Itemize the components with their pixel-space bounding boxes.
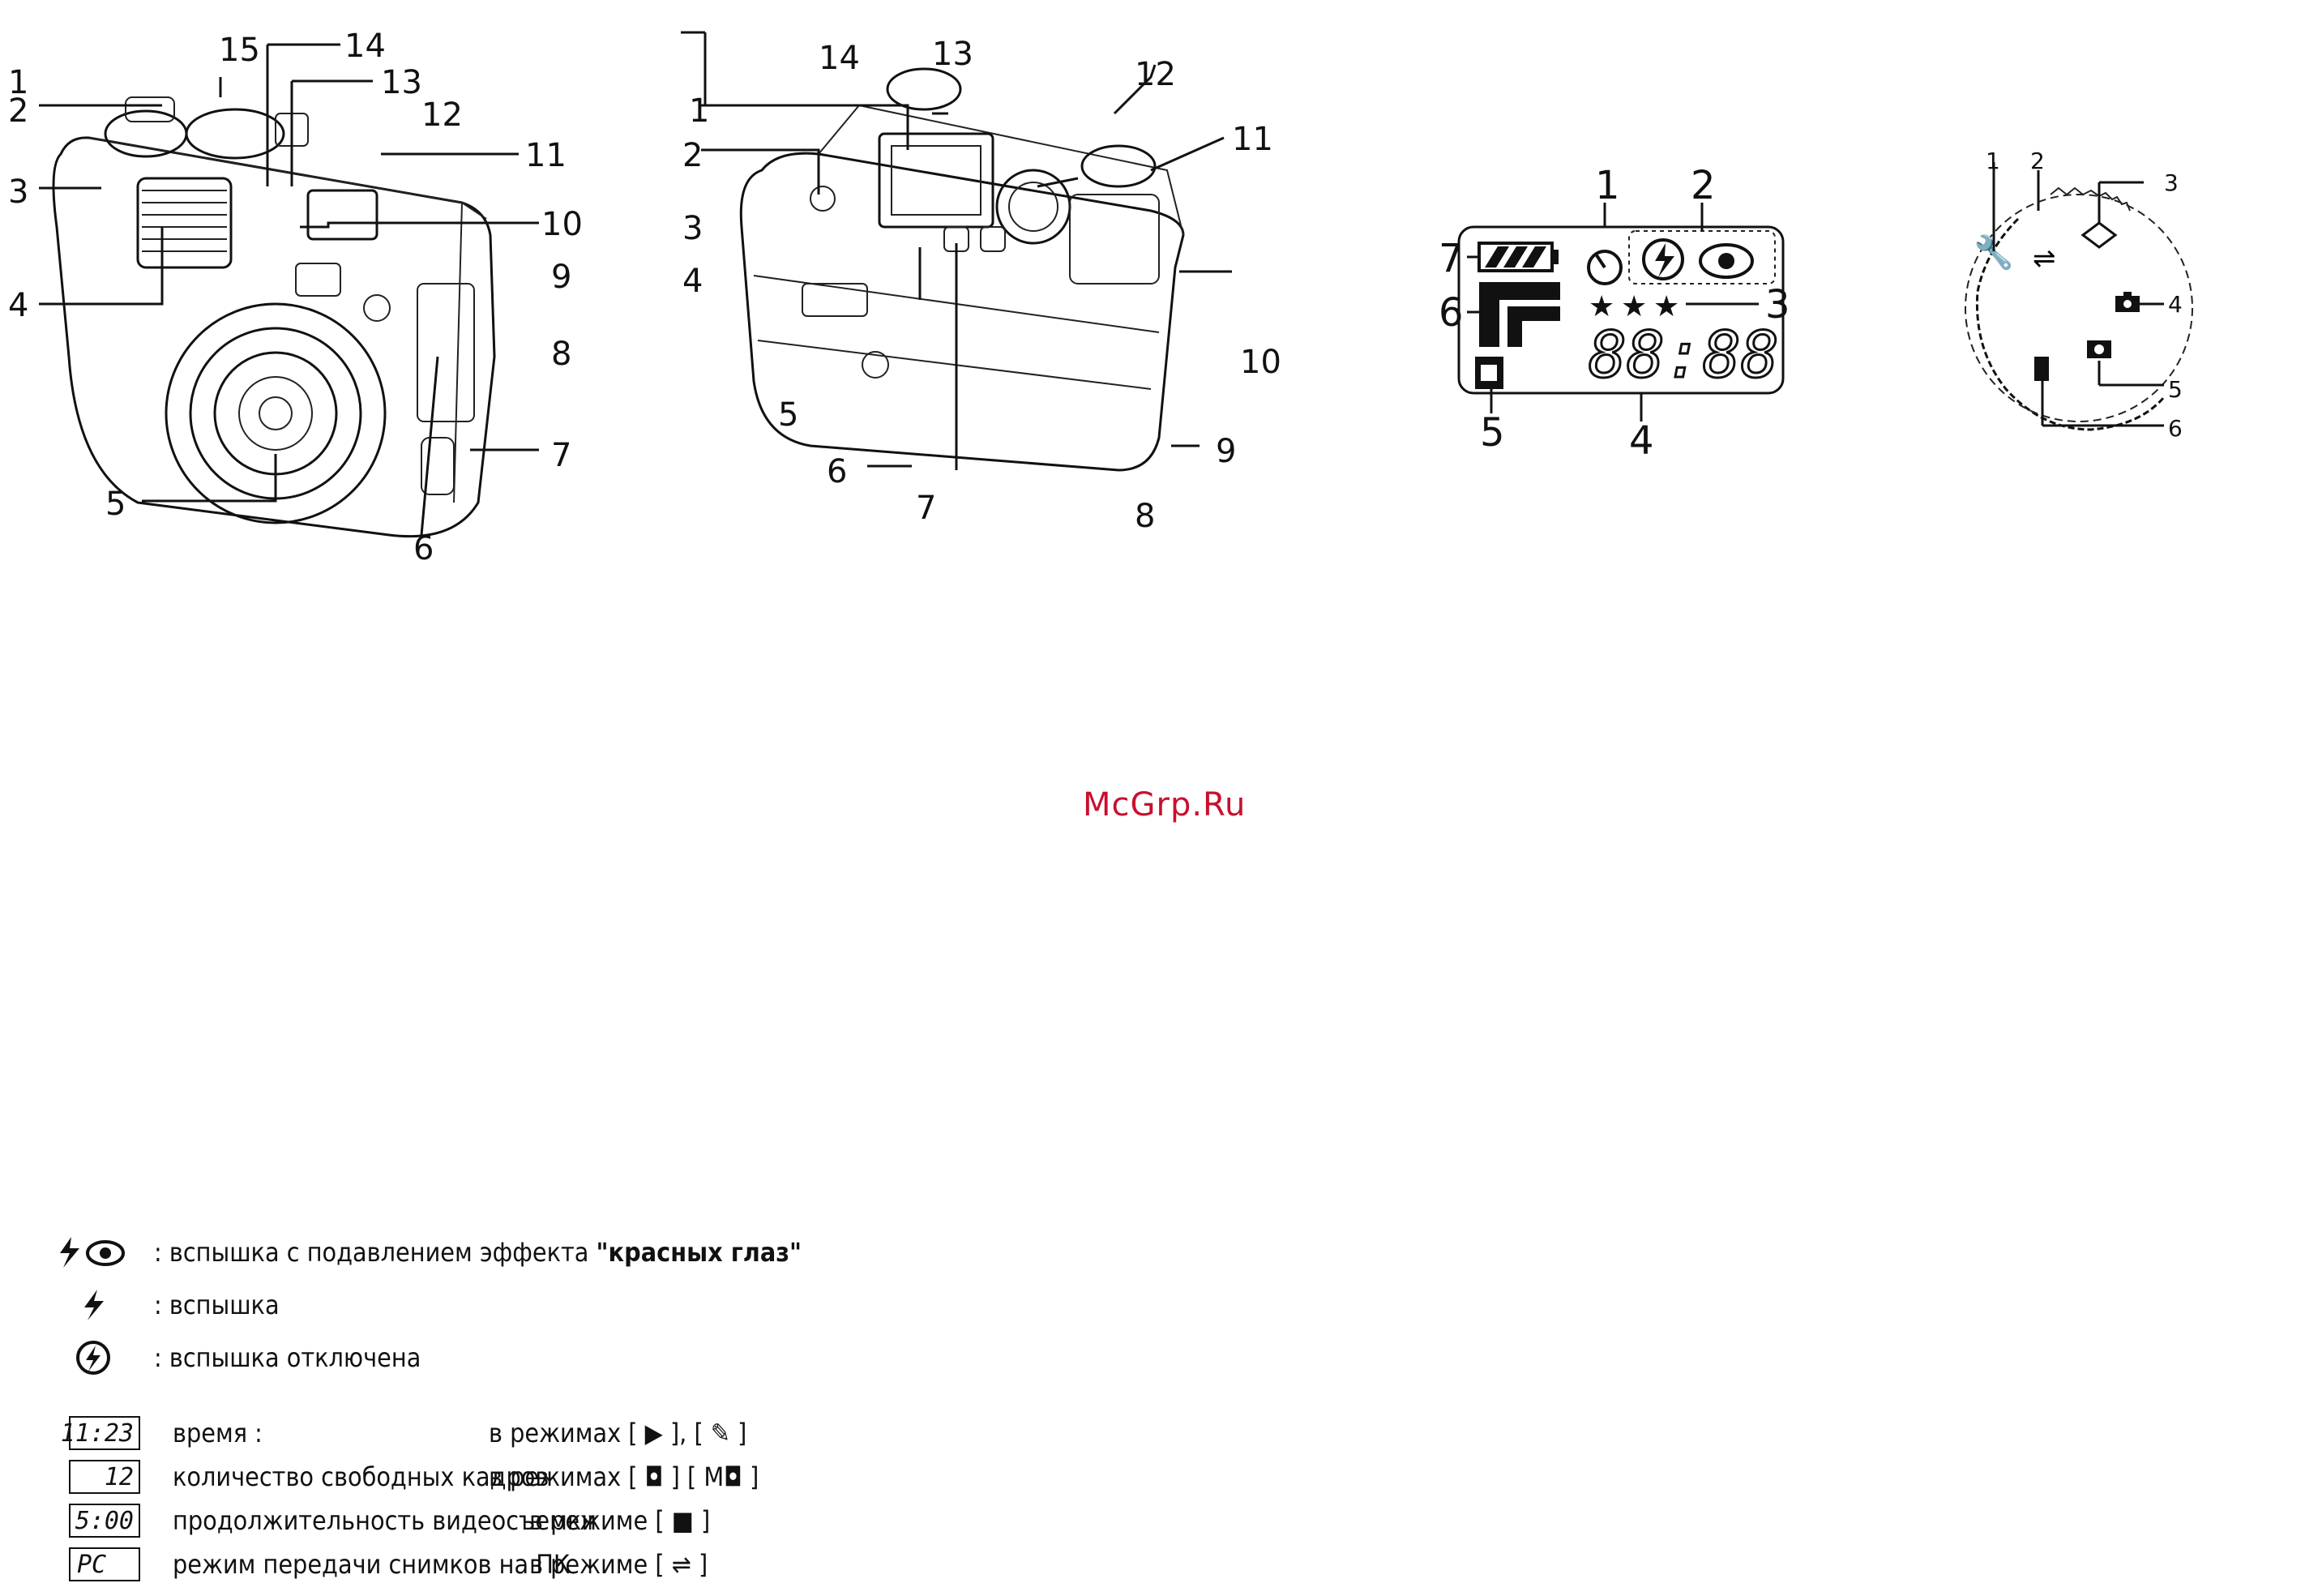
lcd-label-3: 3 — [1765, 282, 1790, 327]
front-label-15: 15 — [219, 32, 260, 69]
camera-back-diagram: 1 2 3 4 5 6 7 8 9 10 11 12 13 14 — [681, 31, 1281, 535]
back-label-5: 5 — [778, 396, 798, 434]
dial-label-2: 2 — [2030, 148, 2045, 174]
camera-icon — [2115, 292, 2140, 312]
front-label-8: 8 — [551, 336, 571, 373]
back-label-7: 7 — [916, 490, 936, 527]
display-mode-time: в режимах [ ▶ ], [ ✎ ] — [489, 1418, 747, 1448]
display-sample-frames: 12 — [69, 1460, 140, 1494]
lcd-label-6: 6 — [1439, 290, 1464, 336]
mode-dial-diagram: 🔧 ⇌ 1 2 3 4 5 6 — [1965, 148, 2193, 442]
front-label-12: 12 — [421, 96, 463, 134]
display-mode-video: в режиме [ ■ ] — [529, 1505, 711, 1536]
back-label-3: 3 — [682, 210, 703, 247]
display-row-time: 11:23 время : в режимах [ ▶ ], [ ✎ ] — [61, 1414, 747, 1452]
back-label-6: 6 — [827, 453, 847, 490]
front-label-5: 5 — [105, 486, 126, 523]
flash-off-icon — [32, 1339, 154, 1376]
back-label-12: 12 — [1135, 56, 1176, 93]
quality-stars-icon: ★★★ — [1589, 290, 1679, 323]
memory-card-icon — [1475, 357, 1503, 389]
front-label-13: 13 — [381, 64, 422, 101]
dial-label-1: 1 — [1986, 148, 2000, 174]
display-desc-time: время : — [173, 1418, 263, 1448]
front-label-11: 11 — [525, 137, 567, 174]
legend-text-flash: : вспышка — [154, 1290, 280, 1320]
front-label-7: 7 — [551, 437, 571, 474]
back-label-9: 9 — [1216, 433, 1236, 470]
legend-text-flash-off: : вспышка отключена — [154, 1342, 421, 1373]
display-desc-pc: режим передачи снимков на ПК — [173, 1549, 571, 1580]
display-sample-pc: PC — [69, 1547, 140, 1581]
back-label-13: 13 — [932, 36, 973, 73]
dial-label-5: 5 — [2168, 376, 2183, 403]
dial-label-4: 4 — [2168, 291, 2183, 318]
camera-front-diagram: 1 2 3 4 5 6 7 8 9 10 11 12 13 14 15 — [8, 28, 583, 567]
resolution-icon — [1479, 282, 1560, 347]
battery-icon — [1478, 242, 1559, 272]
svg-text:★: ★ — [1653, 290, 1679, 323]
front-label-6: 6 — [413, 530, 434, 567]
lcd-label-7: 7 — [1439, 236, 1464, 281]
front-label-3: 3 — [8, 173, 28, 211]
watermark: McGrp.Ru — [1083, 786, 1247, 824]
front-label-14: 14 — [344, 28, 386, 65]
lcd-panel-diagram: ★★★ 88:88 1 2 3 4 5 6 7 — [1439, 163, 1790, 464]
legend-row-flash-off: : вспышка отключена — [32, 1337, 421, 1378]
legend-row-flash-redeye: : вспышка с подавлением эффекта "красных… — [32, 1232, 802, 1273]
display-row-video: 5:00 продолжительность видеосъемки в реж… — [69, 1502, 710, 1539]
front-label-2: 2 — [8, 92, 28, 130]
lcd-label-1: 1 — [1595, 163, 1620, 208]
display-mode-pc: в режиме [ ⇌ ] — [529, 1549, 708, 1580]
legend-text-redeye: : вспышка с подавлением эффекта — [154, 1237, 597, 1268]
back-label-2: 2 — [682, 137, 703, 174]
display-mode-frames: в режимах [ ◘ ] [ M◘ ] — [489, 1461, 759, 1492]
front-label-4: 4 — [8, 287, 28, 324]
manual-camera-icon — [2087, 340, 2111, 358]
legend-row-flash: : вспышка — [32, 1285, 280, 1325]
frame-counter: 88:88 — [1589, 319, 1779, 392]
svg-text:★: ★ — [1589, 290, 1614, 323]
back-label-10: 10 — [1240, 344, 1281, 381]
display-desc-video: продолжительность видеосъемки — [173, 1505, 597, 1536]
display-row-frames: 12 количество свободных кадров в режимах… — [69, 1458, 759, 1495]
back-label-1: 1 — [689, 92, 709, 130]
back-label-11: 11 — [1232, 121, 1273, 158]
dial-label-3: 3 — [2164, 169, 2179, 196]
display-legend: 11:23 время : в режимах [ ▶ ], [ ✎ ] 12 … — [61, 1414, 831, 1593]
back-label-14: 14 — [819, 40, 860, 77]
red-eye-icon — [1699, 243, 1754, 279]
front-label-10: 10 — [541, 206, 583, 243]
lcd-label-2: 2 — [1691, 163, 1716, 208]
flash-legend: : вспышка с подавлением эффекта "красных… — [32, 1232, 802, 1394]
flash-icon — [32, 1288, 154, 1322]
display-row-pc: PC режим передачи снимков на ПК в режиме… — [69, 1546, 708, 1583]
front-label-9: 9 — [551, 259, 571, 296]
flash-off-icon — [1642, 238, 1684, 280]
dial-label-6: 6 — [2168, 415, 2183, 442]
front-label-1: 1 — [8, 64, 28, 101]
display-sample-time: 11:23 — [61, 1416, 140, 1450]
back-label-4: 4 — [682, 263, 703, 300]
lcd-label-5: 5 — [1480, 410, 1505, 456]
video-icon — [2034, 357, 2049, 381]
playback-icon — [2080, 221, 2118, 249]
self-timer-icon — [1587, 250, 1623, 285]
back-label-8: 8 — [1135, 498, 1155, 535]
display-sample-video: 5:00 — [69, 1504, 140, 1538]
flash-redeye-icon — [32, 1235, 154, 1269]
transfer-icon: ⇌ — [2033, 242, 2056, 275]
lcd-label-4: 4 — [1629, 418, 1654, 464]
display-desc-frames: количество свободных кадров — [173, 1461, 550, 1492]
svg-text:★: ★ — [1621, 290, 1647, 323]
legend-text-redeye-bold: "красных глаз" — [596, 1237, 802, 1268]
